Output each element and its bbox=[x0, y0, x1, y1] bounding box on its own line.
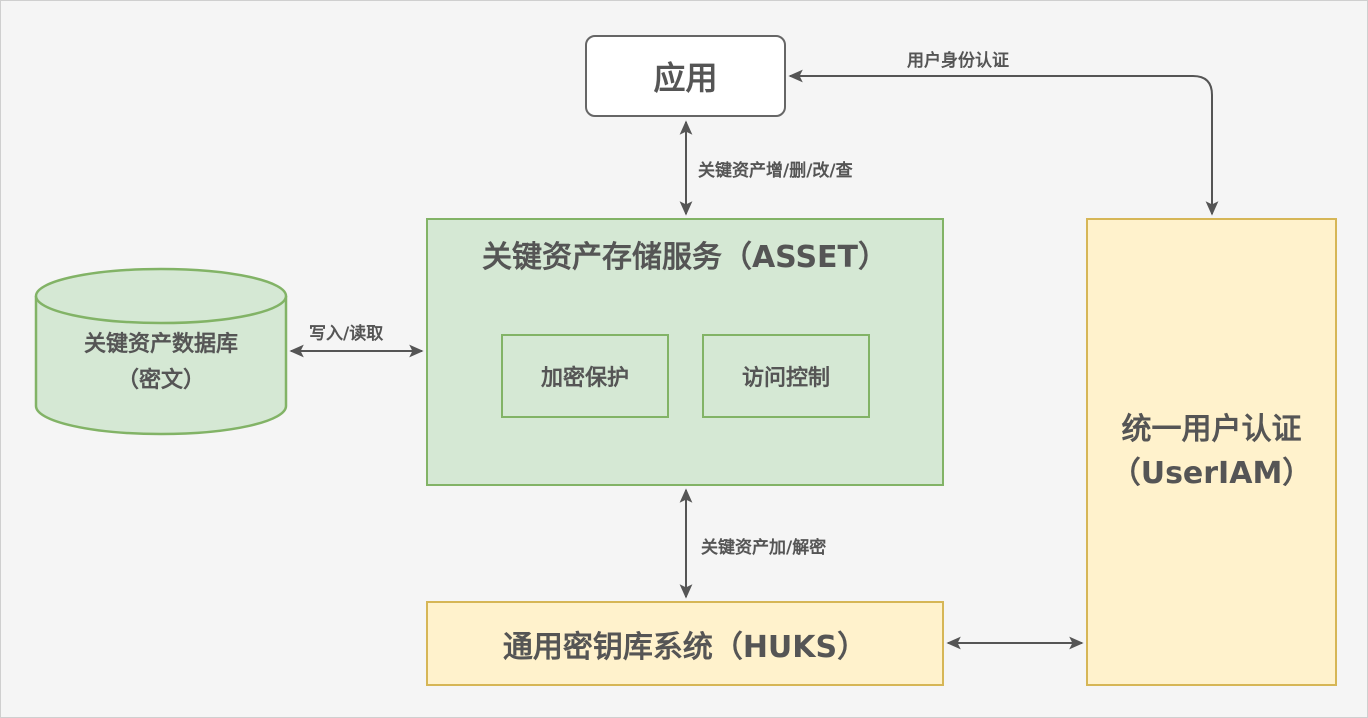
app-label: 应用 bbox=[653, 59, 718, 97]
asset-service-label: 关键资产存储服务（ASSET） bbox=[481, 240, 889, 275]
arrow-app-useriam bbox=[788, 69, 1219, 216]
encryption-label: 加密保护 bbox=[540, 366, 629, 391]
app-node: 应用 bbox=[585, 35, 786, 117]
edge-label-write-read: 写入/读取 bbox=[309, 324, 384, 344]
access-control-node: 访问控制 bbox=[702, 334, 870, 418]
edge-label-user-auth: 用户身份认证 bbox=[907, 51, 1009, 71]
access-control-label: 访问控制 bbox=[741, 366, 830, 391]
useriam-node: 统一用户认证 （UserIAM） bbox=[1086, 218, 1337, 686]
edge-label-asset-crud: 关键资产增/删/改/查 bbox=[698, 161, 853, 181]
database-label-line1: 关键资产数据库 bbox=[83, 332, 238, 357]
useriam-label-line1: 统一用户认证 bbox=[1121, 412, 1302, 447]
edge-label-asset-crypt: 关键资产加/解密 bbox=[701, 538, 827, 558]
database-label-line2: （密文） bbox=[116, 368, 205, 393]
database-cylinder bbox=[34, 267, 288, 436]
database-node: 关键资产数据库 （密文） bbox=[36, 327, 286, 399]
huks-node: 通用密钥库系统（HUKS） bbox=[426, 601, 944, 686]
huks-label: 通用密钥库系统（HUKS） bbox=[502, 629, 868, 665]
useriam-label-line2: （UserIAM） bbox=[1110, 456, 1313, 491]
encryption-node: 加密保护 bbox=[501, 334, 669, 418]
